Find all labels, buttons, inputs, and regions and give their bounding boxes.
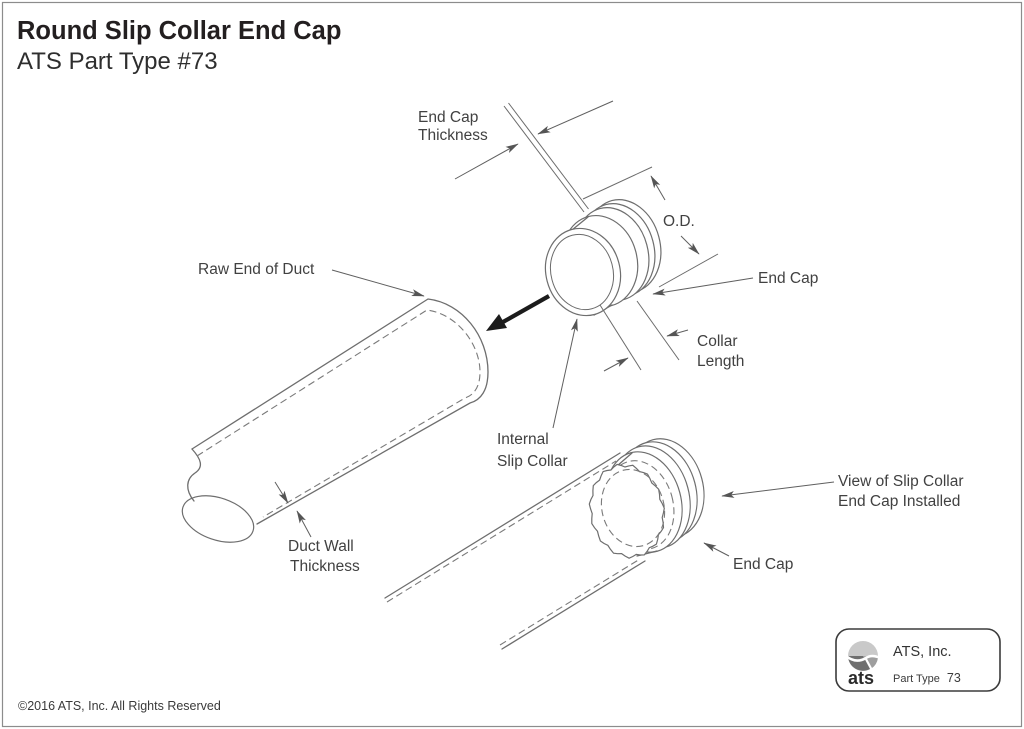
- dim-od-extension-top: [582, 166, 653, 200]
- dim-collar-length-tick-2: [636, 300, 680, 361]
- logo-part-type: Part Type 73: [893, 671, 961, 685]
- label-end-cap-thickness-line1: End Cap: [418, 109, 478, 126]
- label-duct-wall-thickness-line2: Thickness: [290, 558, 360, 575]
- cap-front-rim: [544, 227, 622, 317]
- copyright-text: ©2016 ATS, Inc. All Rights Reserved: [18, 699, 221, 713]
- label-duct-wall-thickness-line1: Duct Wall: [288, 538, 354, 555]
- dim-cap-thickness-edge-2: [508, 102, 589, 210]
- duct-break-end-face: [181, 495, 255, 543]
- installed-collar-far-rim-dashed: [600, 468, 666, 548]
- installed-cap-top-silhouette: [616, 452, 633, 467]
- dim-collar-length-left-leader: [603, 357, 629, 372]
- installed-collar-wavy-rim: [588, 463, 665, 559]
- leader-internal-slip-collar: [552, 318, 578, 429]
- duct-inner-wall-dashed: [196, 309, 481, 518]
- dim-duct-wall-lower-leader: [296, 510, 312, 538]
- dim-cap-thickness-right-leader: [537, 100, 614, 135]
- label-internal-slip-collar-line2: Slip Collar: [497, 453, 568, 470]
- dim-od-extension-bottom: [658, 253, 719, 288]
- installed-duct-bottom-inner-dashed: [499, 558, 641, 646]
- cap-inner-lip: [549, 233, 615, 311]
- dim-cap-thickness-edge-1: [503, 105, 585, 213]
- dim-od-lower-leader: [680, 235, 700, 255]
- label-view-installed-line1: View of Slip Collar: [838, 473, 964, 490]
- logo-part-type-label: Part Type: [893, 673, 940, 685]
- label-collar-length-line2: Length: [697, 353, 744, 370]
- dim-collar-length-right-leader: [666, 329, 689, 337]
- logo-wordmark: ats: [848, 668, 874, 688]
- logo-part-type-value: 73: [947, 671, 961, 685]
- insert-arrow-head: [486, 314, 507, 331]
- installed-duct-top-inner-dashed: [386, 460, 617, 603]
- label-collar-length-line1: Collar: [697, 333, 737, 350]
- dim-duct-wall-upper-leader: [274, 481, 289, 504]
- leader-end-cap-upper: [652, 277, 754, 296]
- leader-view-installed: [721, 481, 835, 498]
- label-raw-end-of-duct: Raw End of Duct: [198, 261, 315, 278]
- logo-box: [835, 628, 1001, 692]
- dim-od-upper-leader: [650, 175, 666, 201]
- insert-arrow-shaft: [501, 294, 551, 324]
- dim-cap-thickness-left-leader: [454, 143, 519, 180]
- installed-duct-top-edge: [384, 452, 621, 599]
- label-end-cap-thickness-line2: Thickness: [418, 127, 488, 144]
- label-od: O.D.: [663, 213, 695, 230]
- cap-top-silhouette: [571, 216, 589, 231]
- duct-outline: [191, 298, 489, 525]
- label-end-cap-installed: End Cap: [733, 556, 793, 573]
- logo-company-name: ATS, Inc.: [893, 644, 952, 660]
- leader-end-cap-installed: [703, 542, 730, 557]
- leader-raw-end-of-duct: [331, 269, 425, 297]
- page-title: Round Slip Collar End Cap: [17, 17, 341, 45]
- dim-collar-length-tick-1: [599, 304, 642, 371]
- page-subtitle: ATS Part Type #73: [17, 48, 218, 75]
- label-internal-slip-collar-line1: Internal: [497, 431, 549, 448]
- label-view-installed-line2: End Cap Installed: [838, 493, 960, 510]
- ats-sphere-icon: [844, 641, 882, 673]
- label-end-cap-upper: End Cap: [758, 270, 818, 287]
- installed-duct-bottom-edge: [501, 560, 646, 650]
- duct-break-squiggle: [187, 448, 202, 502]
